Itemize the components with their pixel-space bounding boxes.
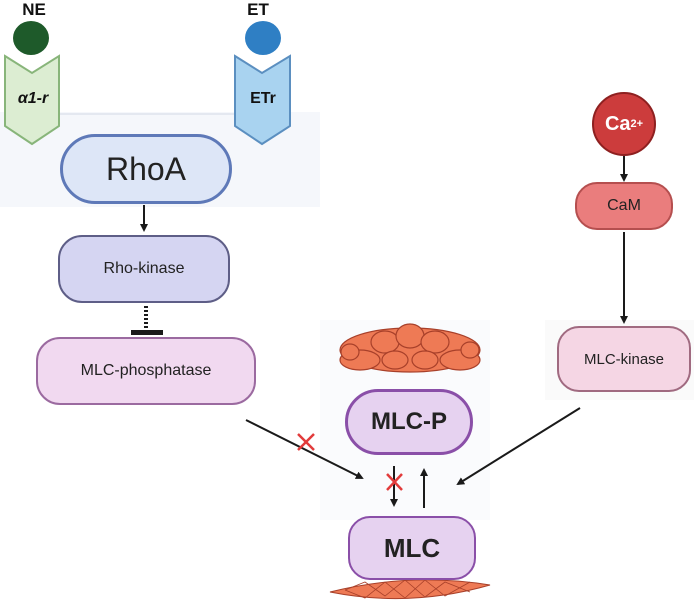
- contracted-muscle-icon: [339, 323, 481, 373]
- arrow-kinase-to-center: [456, 407, 581, 486]
- mlc-p-node: MLC-P: [345, 389, 473, 455]
- mlc-kinase-node: MLC-kinase: [557, 326, 691, 392]
- et-ligand-icon: [245, 21, 281, 55]
- inhibit-bar: [131, 330, 163, 335]
- mlc-label: MLC: [383, 532, 441, 563]
- rho-kinase-label: Rho-kinase: [103, 260, 185, 277]
- mlc-phosphatase-label: MLC-phosphatase: [80, 362, 212, 379]
- et-label: ET: [247, 0, 269, 19]
- et-receptor-label: ETr: [250, 90, 276, 107]
- mlc-p-label: MLC-P: [371, 408, 447, 435]
- mlc-node: MLC: [348, 516, 476, 580]
- mlc-phosphatase-node: MLC-phosphatase: [36, 337, 256, 405]
- ca-charge: 2+: [630, 118, 644, 130]
- a1-receptor-label: α1-r: [17, 90, 49, 107]
- rhoa-node: RhoA: [60, 134, 232, 204]
- arrow-phosphatase-to-center: [245, 419, 364, 479]
- rho-kinase-node: Rho-kinase: [58, 235, 230, 303]
- ca-label: Ca: [604, 112, 631, 135]
- relaxed-muscle-icon: [329, 579, 491, 600]
- cam-node: CaM: [575, 182, 673, 230]
- et-receptor-shape: [234, 54, 291, 146]
- cam-label: CaM: [607, 197, 641, 214]
- ne-ligand-icon: [13, 21, 49, 55]
- a1-receptor-shape: [4, 54, 60, 146]
- blocked-x-mark-left: [297, 433, 315, 451]
- rhoa-label: RhoA: [105, 150, 187, 187]
- membrane-line: [60, 113, 260, 115]
- ne-label: NE: [22, 0, 46, 19]
- blocked-x-mark-center: [386, 473, 403, 491]
- mlc-kinase-label: MLC-kinase: [583, 350, 665, 368]
